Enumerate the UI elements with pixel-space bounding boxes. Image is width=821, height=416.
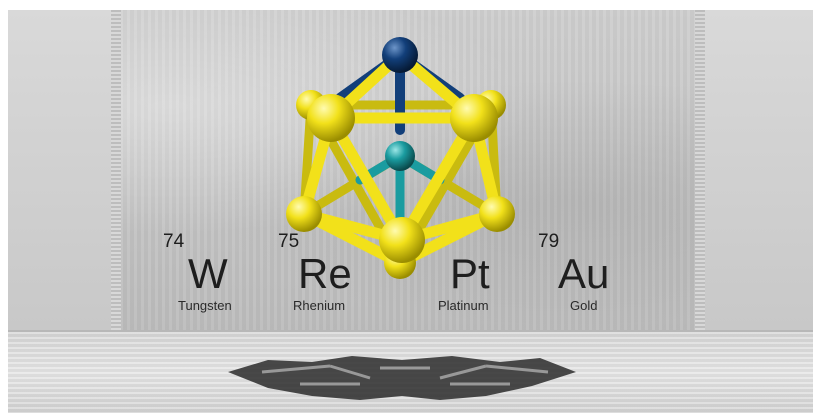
element-symbol: W (188, 250, 228, 297)
panel-seam-right (695, 10, 705, 332)
element-rhenium: 75 Re Rhenium (273, 228, 383, 318)
atom-front-right (450, 94, 498, 142)
wall-panel-left (8, 10, 113, 332)
element-symbol: Re (298, 250, 352, 297)
panel-seam-left (111, 10, 121, 332)
atom-center-teal (385, 141, 415, 171)
element-symbol: Au (558, 250, 610, 297)
element-name: Gold (570, 298, 598, 313)
floor-edge (8, 330, 813, 333)
atomic-number: 75 (278, 231, 300, 252)
element-name: Rhenium (293, 298, 346, 313)
element-name: Platinum (438, 298, 489, 313)
atom-top-navy (382, 37, 418, 73)
element-name: Tungsten (178, 298, 232, 313)
element-platinum: Pt Platinum (428, 228, 538, 318)
wall-panel-right (703, 10, 813, 332)
element-gold: 79 Au Gold (533, 228, 643, 318)
element-tungsten: 74 W Tungsten (158, 228, 258, 318)
atomic-number: 79 (538, 231, 560, 252)
atomic-number: 74 (163, 231, 185, 252)
atom-side-right (479, 196, 515, 232)
atom-bottom-front (379, 217, 425, 263)
atom-front-left (307, 94, 355, 142)
atom-side-left (286, 196, 322, 232)
element-symbol: Pt (450, 250, 490, 297)
